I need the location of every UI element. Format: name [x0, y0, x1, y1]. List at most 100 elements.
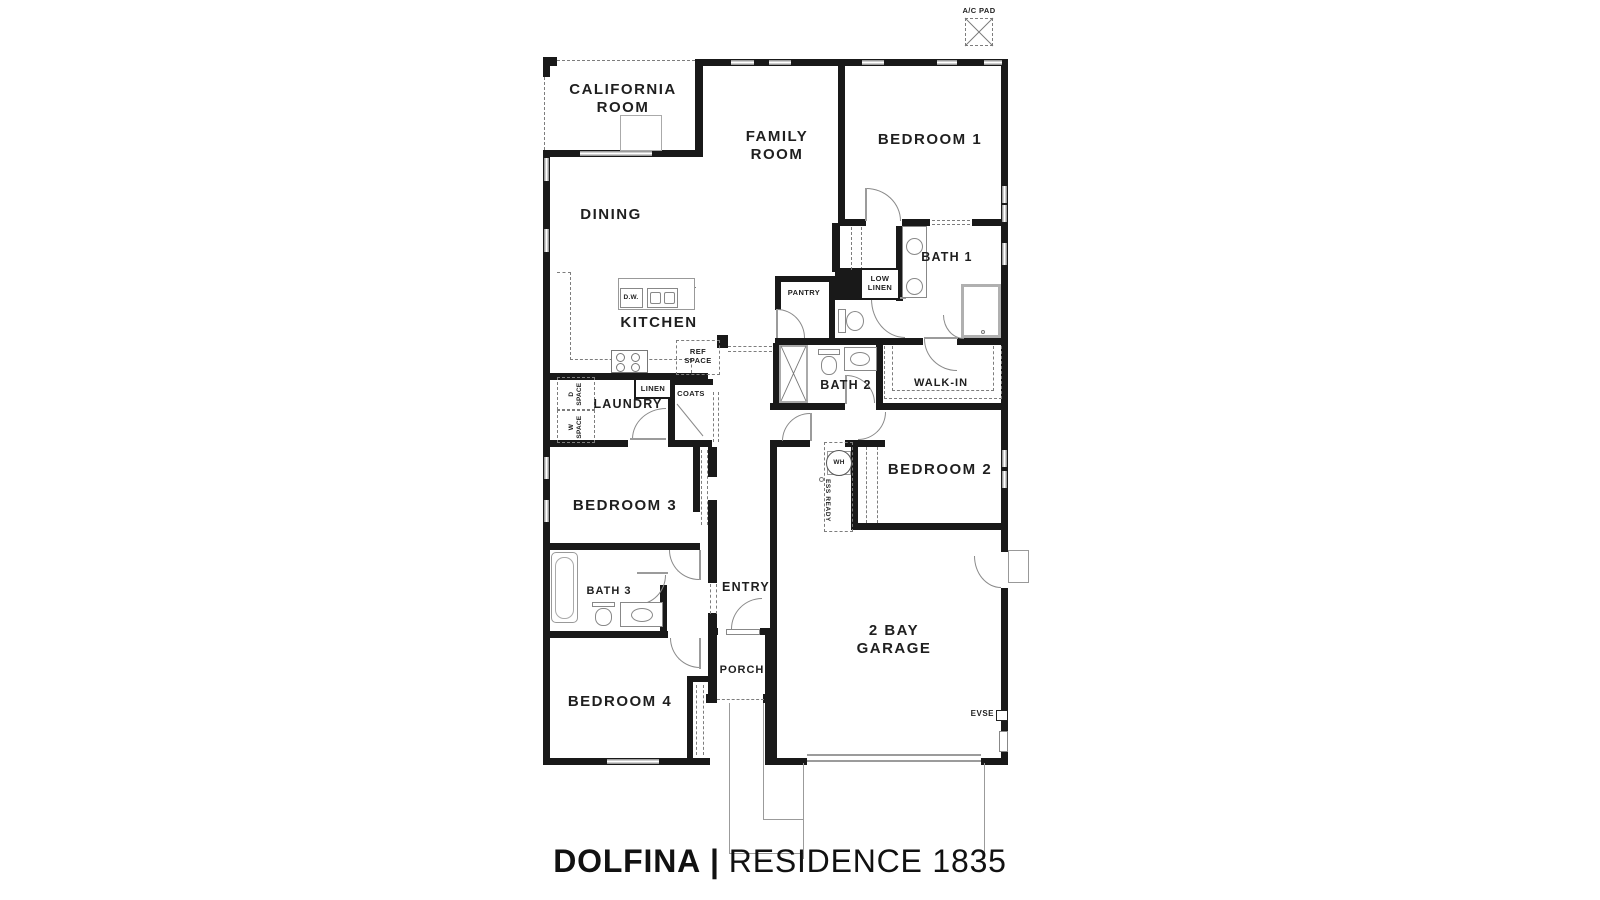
label-w-space: W SPACE — [560, 411, 592, 443]
ac-pad-label: A/C PAD — [962, 6, 996, 15]
label-d-space-text: D SPACE — [567, 382, 583, 406]
bath3-sink — [631, 608, 653, 622]
wall — [708, 545, 717, 583]
range-burner — [631, 353, 640, 362]
door-panel — [845, 375, 847, 404]
wall — [550, 543, 700, 550]
door-panel — [776, 309, 778, 338]
wall-opening — [693, 512, 700, 543]
california-room-open-edge — [544, 77, 545, 150]
hall-opening-line — [861, 227, 862, 270]
garage-side-door-arc — [974, 556, 1001, 588]
wall — [687, 676, 710, 682]
room-label-bath3: BATH 3 — [586, 585, 632, 597]
label-evse: EVSE — [970, 709, 994, 718]
plan-title-name: RESIDENCE 1835 — [728, 843, 1007, 879]
wall — [765, 758, 807, 765]
wall — [708, 613, 717, 701]
wall — [550, 631, 702, 638]
bath3-toilet-tank — [592, 602, 615, 607]
wall — [820, 338, 1008, 345]
wall-opening — [668, 631, 702, 638]
washer-space-box — [557, 410, 595, 443]
entry-opening-line — [716, 584, 717, 614]
wall — [773, 403, 1008, 410]
bath2-toilet-bowl — [821, 356, 837, 375]
door-arc — [670, 638, 700, 668]
wall-opening — [866, 219, 902, 226]
range-burner — [631, 363, 640, 372]
window — [1002, 471, 1007, 488]
porch-post — [706, 694, 717, 703]
wall — [708, 500, 717, 545]
door-arc — [669, 550, 699, 580]
wall-opening — [810, 440, 843, 447]
label-low-linen: LOW LINEN — [867, 274, 893, 292]
bath2-toilet-tank — [818, 349, 840, 355]
label-ref-space: REF SPACE — [684, 347, 712, 365]
room-label-laundry: LAUNDRY — [593, 397, 663, 411]
wall-post — [708, 628, 718, 635]
garage-wall-outlet — [999, 731, 1008, 752]
wall — [770, 403, 777, 633]
wall — [896, 219, 903, 301]
wall — [773, 343, 780, 403]
window — [544, 500, 549, 522]
room-label-pantry: PANTRY — [787, 288, 821, 297]
driveway-line — [984, 763, 985, 859]
window-dashed — [932, 220, 970, 221]
window — [937, 60, 957, 65]
window — [1002, 243, 1007, 265]
coats-opening-line — [718, 392, 719, 442]
door-panel — [699, 550, 701, 580]
ref-space-box — [676, 340, 720, 375]
closet-slider-line — [866, 447, 867, 523]
walkway-line — [729, 853, 804, 854]
label-linen: LINEN — [640, 384, 666, 393]
window — [1002, 450, 1007, 467]
window — [580, 151, 652, 156]
closet-slider-line — [707, 450, 708, 525]
wall — [775, 276, 781, 340]
plan-title-brand: DOLFINA — [553, 843, 702, 879]
wall-corner-post — [543, 57, 557, 66]
door-arc — [632, 408, 666, 439]
low-linen-cabinet — [860, 268, 900, 300]
bath2-sink — [850, 352, 870, 366]
entry-opening-line — [710, 584, 711, 614]
wall-opening — [851, 410, 858, 440]
wall — [851, 403, 858, 530]
label-ess-ready: ESS READY — [824, 479, 831, 522]
door-panel — [810, 413, 812, 441]
walkway-line — [763, 819, 804, 820]
wall — [777, 440, 815, 447]
evse-outlet-box — [996, 710, 1008, 721]
water-heater — [826, 450, 852, 476]
door-arc — [866, 188, 901, 221]
room-label-bath1: BATH 1 — [921, 250, 973, 264]
room-label-garage: 2 BAY GARAGE — [856, 622, 932, 657]
wall — [717, 335, 728, 348]
wall — [845, 440, 885, 447]
kitchen-sink-bowl — [650, 292, 661, 304]
front-door-leaf — [726, 629, 760, 635]
room-label-walkin: WALK-IN — [913, 377, 969, 389]
bath1-sink — [906, 278, 923, 295]
dishwasher — [620, 288, 643, 308]
wall — [832, 223, 840, 272]
room-label-bedroom2: BEDROOM 2 — [887, 461, 993, 478]
wall-opening — [845, 403, 876, 410]
room-label-porch: PORCH — [719, 664, 765, 676]
wall — [695, 59, 1008, 66]
closet-slider-line — [696, 685, 697, 755]
dryer-space-box — [557, 377, 595, 410]
wall — [838, 219, 1008, 226]
window — [544, 158, 549, 181]
wall — [668, 380, 675, 447]
wall-corner-post — [543, 57, 550, 77]
plan-title: DOLFINA|RESIDENCE 1835 — [400, 843, 1160, 880]
california-media-box — [620, 115, 662, 151]
label-dishwasher: D.W. — [623, 294, 639, 301]
window — [984, 60, 1002, 65]
